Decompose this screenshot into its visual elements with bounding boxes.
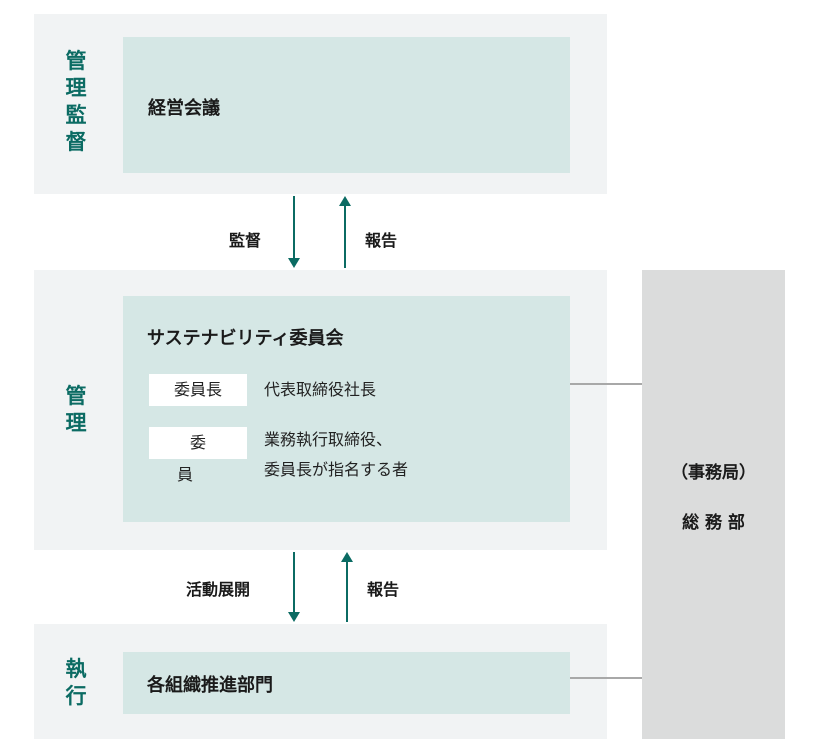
oversight-tier-label: 管 理 監 督	[65, 49, 87, 154]
general-affairs-label: 総 務 部	[682, 513, 745, 533]
activity-deployment-arrow	[293, 552, 295, 612]
chairperson-tag: 委員長	[149, 374, 247, 406]
supervision-arrow	[293, 196, 295, 258]
management-tier-label: 管 理	[65, 384, 87, 435]
activity-deployment-label: 活動展開	[186, 580, 251, 599]
promotion-departments-title: 各組織推進部門	[147, 675, 273, 696]
supervision-arrow-head	[288, 258, 300, 268]
report-arrow-bottom	[346, 562, 348, 622]
chairperson-desc: 代表取締役社長	[264, 380, 377, 399]
execution-tier-label: 執 行	[65, 657, 87, 708]
members-tag: 委員	[149, 427, 247, 484]
report-label-top: 報告	[365, 231, 398, 250]
supervision-label: 監督	[229, 231, 262, 250]
secretariat-label: （事務局）	[671, 463, 756, 483]
report-label-bottom: 報告	[367, 580, 400, 599]
sustainability-committee-box	[123, 296, 570, 522]
management-meeting-box	[123, 37, 570, 173]
members-desc: 業務執行取締役、 委員長が指名する者	[264, 430, 409, 479]
report-arrow-head	[339, 196, 351, 206]
report-arrow-head-bottom	[341, 552, 353, 562]
secretariat-box	[642, 270, 785, 739]
management-meeting-title: 経営会議	[148, 98, 220, 119]
activity-deployment-arrow-head	[288, 612, 300, 622]
promotion-departments-box	[123, 652, 570, 714]
departments-connector	[570, 677, 642, 679]
sustainability-committee-title: サステナビリティ委員会	[147, 328, 344, 349]
report-arrow	[344, 206, 346, 268]
committee-connector	[570, 383, 642, 385]
